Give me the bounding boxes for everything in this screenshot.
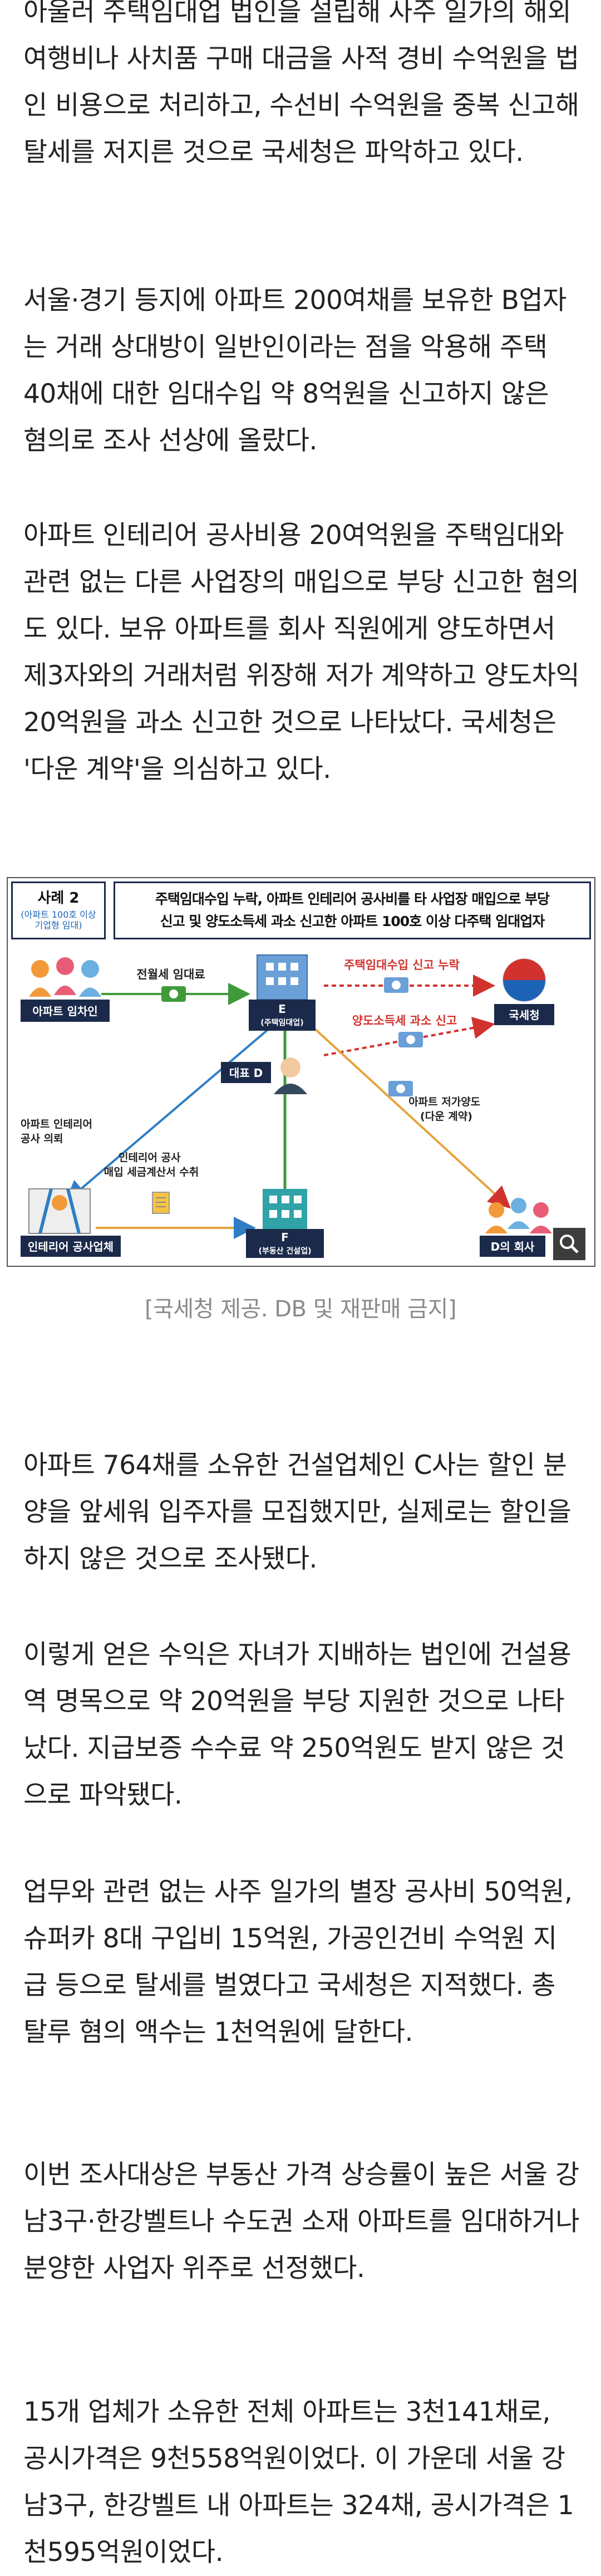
article-paragraph: 이번 조사대상은 부동산 가격 상승률이 높은 서울 강남3구·한강벨트나 수도… [23, 2159, 580, 2284]
nts-label: 국세청 [509, 1008, 539, 1022]
article-paragraph: 15개 업체가 소유한 전체 아파트는 3천141채로, 공시가격은 9천558… [23, 2397, 574, 2568]
capital-gains-label: 양도소득세 과소 신고 [352, 1014, 457, 1027]
article-paragraph: 아파트 764채를 소유한 건설업체인 C사는 할인 분양을 앞세워 입주자를 … [23, 1450, 572, 1574]
interior-request-arrow [64, 1023, 275, 1203]
article-paragraph: 아울러 주택임대업 법인을 설립해 사주 일가의 해외 여행비나 사치품 구매 … [23, 0, 579, 168]
cash-icon [388, 1081, 413, 1096]
document-icon [152, 1192, 170, 1214]
builder-f-label: F [281, 1231, 289, 1244]
case-label-box: 사례 2 (아파트 100호 이상 기업형 임대) [11, 881, 106, 939]
article-paragraph: 이렇게 얻은 수익은 자녀가 지배하는 법인에 건설용역 명목으로 약 20억원… [23, 1639, 572, 1810]
transfer-arrow [306, 1021, 511, 1209]
rent-label: 전월세 임대료 [136, 968, 205, 981]
interior-contractor-node: 인테리어 공사업체 [21, 1188, 121, 1257]
case-title: 사례 2 [37, 890, 80, 907]
employee-label: D의 회사 [491, 1240, 535, 1253]
image-caption: [국세청 제공. DB 및 재판매 금지] [144, 1296, 457, 1322]
cash-icon [161, 986, 186, 1002]
builder-f-node: F (부동산 건설업) [246, 1189, 324, 1258]
flow-diagram: 아파트 임차인 E (주택임대업) 국세청 대표 D [21, 954, 554, 1258]
case-diagram-figure: 사례 2 (아파트 100호 이상 기업형 임대) 주택임대수입 누락, 아파트… [7, 877, 595, 1267]
interior-contractor-label: 인테리어 공사업체 [28, 1240, 114, 1253]
capital-gains-arrow [323, 1017, 495, 1056]
article-paragraph: 아파트 인테리어 공사비용 20여억원을 주택임대와 관련 없는 다른 사업장의… [23, 520, 580, 785]
company-e-sublabel: (주택임대업) [260, 1018, 303, 1027]
article-paragraph: 서울·경기 등지에 아파트 200여채를 보유한 B업자는 거래 상대방이 일반… [23, 285, 566, 456]
transfer-label: 아파트 저가양도 (다운 계약) [408, 1096, 484, 1123]
figure-header: 사례 2 (아파트 100호 이상 기업형 임대) 주택임대수입 누락, 아파트… [8, 878, 594, 942]
company-e-label: E [278, 1002, 286, 1016]
magnifier-icon [560, 1235, 579, 1253]
case-banner-text: 주택임대수입 누락, 아파트 인테리어 공사비를 타 사업장 매입으로 부당 신… [155, 891, 550, 929]
article-paragraph: 업무와 관련 없는 사주 일가의 별장 공사비 50억원, 슈퍼카 8대 구입비… [23, 1877, 573, 2048]
ceo-label: 대표 D [229, 1066, 263, 1080]
ceo-node: 대표 D [221, 1057, 307, 1094]
invoice-label: 인테리어 공사 매입 세금계산서 수취 [104, 1152, 199, 1178]
case-subtitle: (아파트 100호 이상 기업형 임대) [21, 909, 96, 931]
zoom-button[interactable] [553, 1228, 585, 1260]
cash-icon [384, 977, 408, 993]
employee-node: D의 회사 [480, 1198, 552, 1257]
company-e-node: E (주택임대업) [249, 954, 316, 1031]
interior-request-label: 아파트 인테리어 공사 의뢰 [21, 1118, 96, 1145]
tenant-label: 아파트 임차인 [32, 1005, 97, 1018]
case-banner: 주택임대수입 누락, 아파트 인테리어 공사비를 타 사업장 매입으로 부당 신… [114, 881, 591, 939]
omission-label: 주택임대수입 신고 누락 [344, 958, 460, 972]
tenant-node: 아파트 임차인 [21, 957, 110, 1022]
builder-f-sublabel: (부동산 건설업) [259, 1246, 312, 1256]
nts-node: 국세청 [494, 958, 554, 1025]
cash-icon [398, 1032, 423, 1047]
